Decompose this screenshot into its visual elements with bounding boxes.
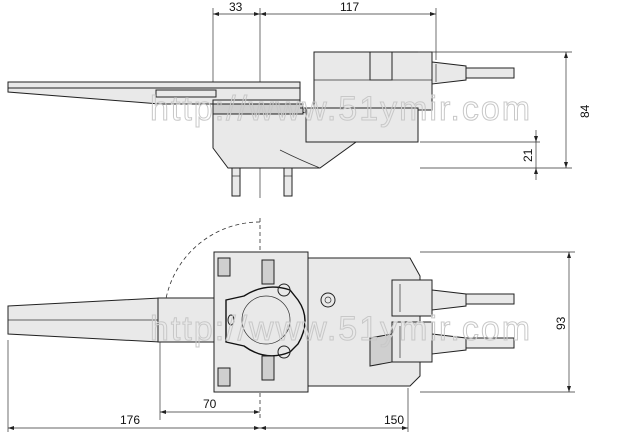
watermark-top: http://www.51ymir.com (150, 90, 532, 128)
watermark-bottom: http://www.51ymir.com (150, 310, 532, 348)
dim-front-height: 93 (554, 316, 568, 330)
dim-front-left: 176 (120, 413, 140, 427)
plan-view: 93 176 70 150 http://www.51ymir.com (7, 218, 575, 432)
dim-top-left: 33 (229, 0, 243, 14)
dim-front-right: 150 (384, 413, 404, 427)
dim-top-right: 117 (340, 0, 359, 14)
dim-front-mid: 70 (203, 397, 217, 411)
side-view: 33 117 84 21 http://www.51ymir.com (7, 0, 592, 198)
dim-side-total: 84 (578, 104, 592, 118)
dim-side-small: 21 (521, 148, 535, 162)
